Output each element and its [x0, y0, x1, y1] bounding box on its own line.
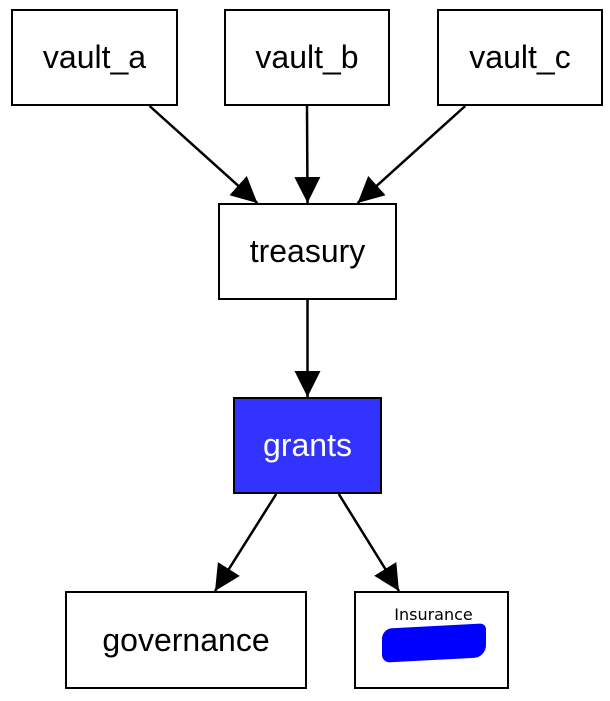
edge-vault_b-to-treasury — [294, 105, 321, 204]
node-label: grants — [263, 427, 352, 463]
edge-vault_c-to-treasury — [356, 105, 467, 204]
node-label: governance — [102, 621, 270, 658]
node-insurance[interactable]: Insurance — [354, 591, 509, 689]
node-label: vault_c — [469, 39, 571, 75]
redaction-mark — [381, 623, 486, 663]
node-vault-b[interactable]: vault_b — [224, 9, 390, 106]
node-label: treasury — [249, 233, 366, 269]
edge-grants-to-insurance — [337, 493, 401, 592]
node-label: vault_a — [42, 39, 147, 75]
node-label: vault_b — [255, 39, 359, 75]
node-vault-a[interactable]: vault_a — [11, 9, 178, 106]
node-vault-c[interactable]: vault_c — [437, 9, 603, 106]
edge-vault_a-to-treasury — [148, 105, 259, 204]
node-treasury[interactable]: treasury — [218, 203, 397, 300]
node-governance[interactable]: governance — [65, 591, 307, 689]
node-grants[interactable]: grants — [233, 397, 382, 494]
edge-grants-to-governance — [213, 493, 278, 592]
node-label: Insurance — [394, 605, 473, 624]
